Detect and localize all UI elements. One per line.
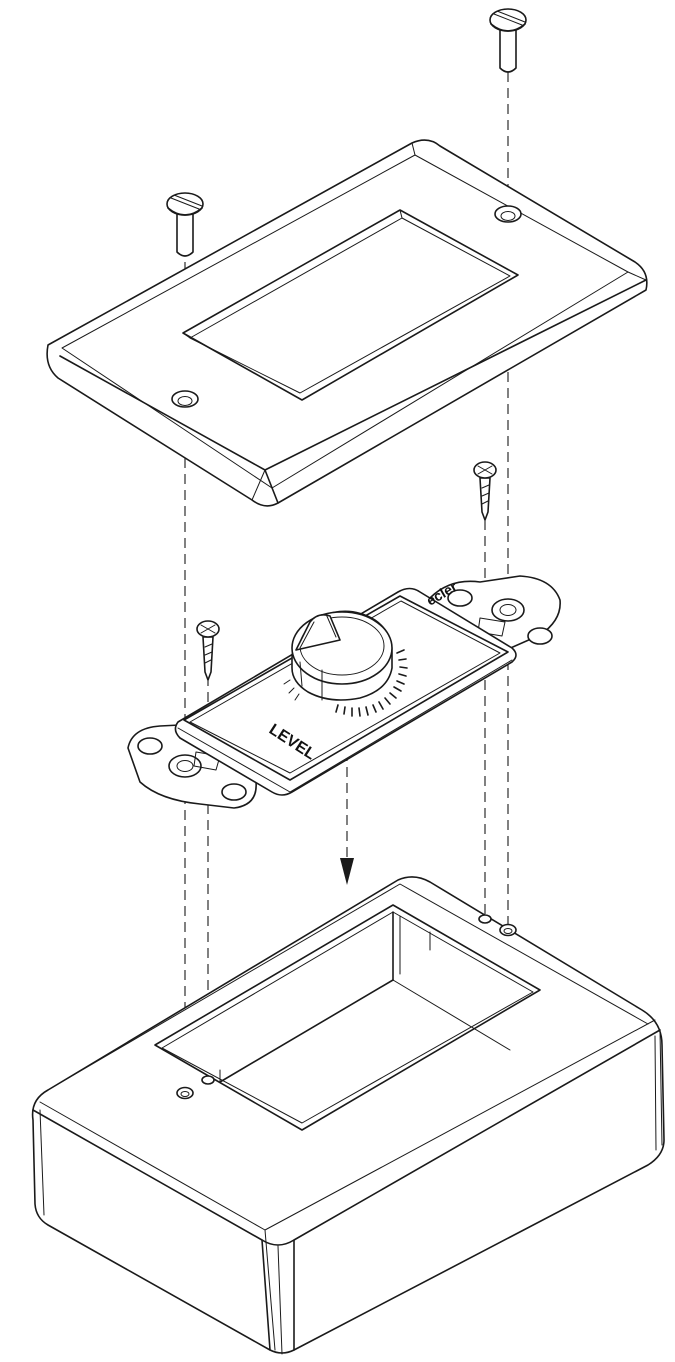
level-scale-ticks <box>283 649 408 717</box>
down-arrow-icon <box>340 858 354 885</box>
top-left-screw <box>166 192 204 257</box>
left-mounting-screw <box>196 620 220 681</box>
top-right-screw <box>489 8 527 73</box>
back-box <box>31 876 665 1355</box>
volume-control-module: LEVEL ecler <box>127 575 561 809</box>
right-mounting-screw <box>473 461 497 521</box>
cover-plate <box>46 139 648 507</box>
level-knob <box>291 610 393 701</box>
